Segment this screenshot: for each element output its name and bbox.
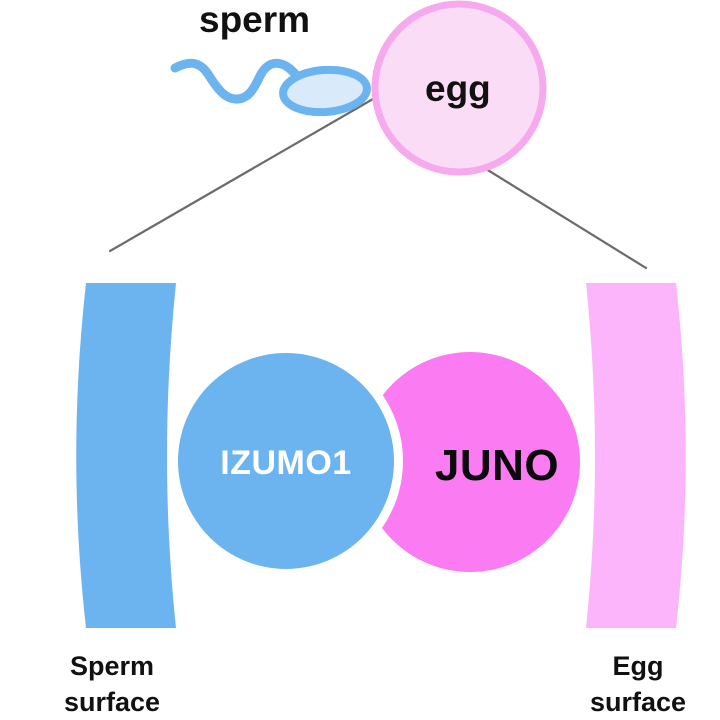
overview-scene: sperm egg — [108, 0, 648, 270]
caption-labels: Sperm surface Egg surface — [64, 651, 686, 717]
izumo1-protein — [178, 353, 394, 569]
egg-surface-band — [586, 283, 686, 628]
egg-surface-label-line2: surface — [590, 687, 686, 717]
magnified-scene: IZUMO1 JUNO — [76, 283, 686, 628]
egg-surface-label-line1: Egg — [613, 651, 664, 681]
leader-lines — [108, 97, 648, 270]
egg-label: egg — [425, 68, 491, 109]
sperm-surface-label-line2: surface — [64, 687, 160, 717]
sperm-head — [279, 65, 371, 117]
izumo1-label: IZUMO1 — [220, 444, 351, 482]
juno-label: JUNO — [435, 441, 559, 490]
sperm-surface-label-line1: Sperm — [70, 651, 154, 681]
leader-line-left — [108, 97, 375, 253]
sperm-surface-band — [76, 283, 176, 628]
egg-cell — [371, 0, 547, 176]
sperm-label: sperm — [199, 0, 310, 40]
